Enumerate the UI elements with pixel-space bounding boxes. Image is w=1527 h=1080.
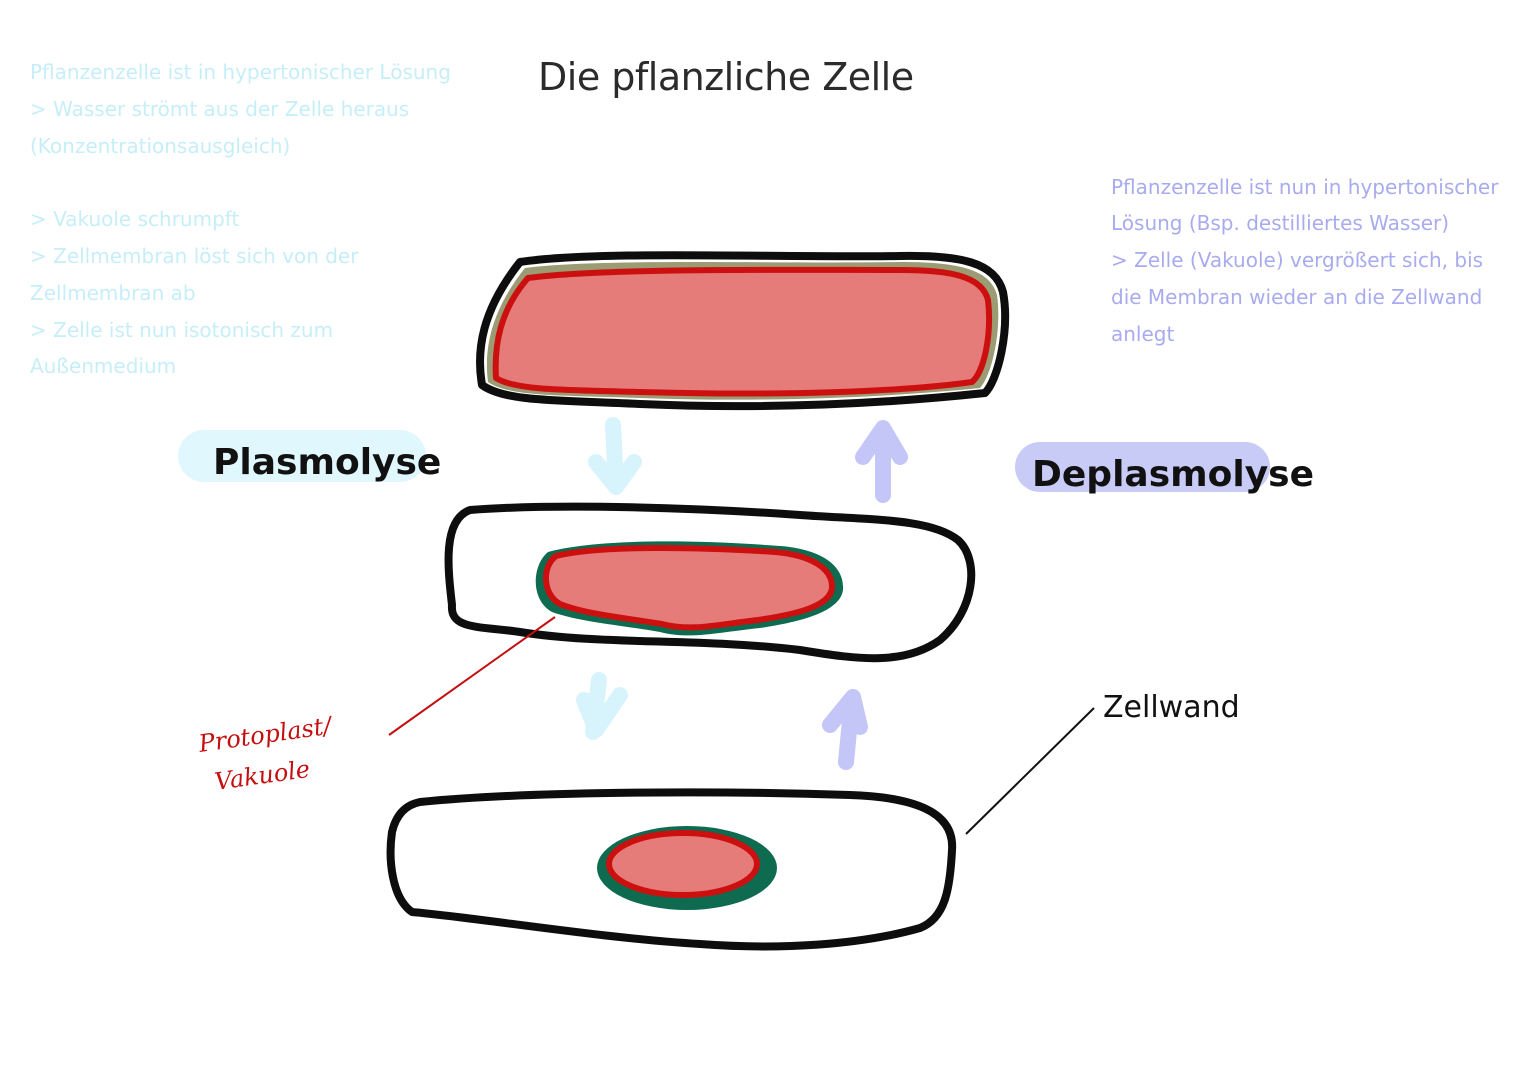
plasmolyse-pill: [178, 430, 426, 482]
note-line: > Vakuole schrumpft: [30, 207, 239, 231]
deplasmolyse-label: Deplasmolyse: [1015, 442, 1314, 495]
vacuole: [606, 830, 760, 898]
vacuole: [492, 266, 993, 397]
note-line: die Membran wieder an die Zellwand: [1111, 285, 1482, 309]
deplasmolyse-note: Pflanzenzelle ist nun in hypertonischer …: [1111, 175, 1499, 346]
cell-plasmolysed: [444, 502, 976, 663]
protoplast-label: Protoplast/: [196, 711, 336, 758]
note-line: Außenmedium: [30, 354, 176, 378]
zellwand-label: Zellwand: [1103, 690, 1240, 725]
note-line: > Wasser strömt aus der Zelle heraus: [30, 97, 409, 121]
note-line: > Zelle ist nun isotonisch zum: [30, 318, 333, 342]
protoplast-leader-line: [388, 616, 556, 736]
plasmolyse-label: Plasmolyse: [178, 430, 441, 483]
note-line: Pflanzenzelle ist nun in hypertonischer: [1111, 175, 1499, 199]
note-line: > Zellmembran löst sich von der: [30, 244, 359, 268]
up-arrow-icon: [855, 420, 908, 503]
note-line: Lösung (Bsp. destilliertes Wasser): [1111, 211, 1449, 235]
up-arrow-icon: [822, 689, 868, 770]
note-line: Zellmembran ab: [30, 281, 196, 305]
note-line: Pflanzenzelle ist in hypertonischer Lösu…: [30, 60, 451, 84]
plasmolyse-text: Plasmolyse: [213, 442, 441, 483]
deplasmolyse-text: Deplasmolyse: [1032, 454, 1314, 495]
vacuole: [542, 544, 835, 631]
zellwand-leader-line: [965, 707, 1095, 835]
page-title: Die pflanzliche Zelle: [538, 55, 914, 99]
plasmolyse-note: Pflanzenzelle ist in hypertonischer Lösu…: [30, 60, 451, 378]
down-arrow-icon: [576, 672, 628, 740]
note-line: (Konzentrationsausgleich): [30, 134, 290, 158]
cell-strongly-plasmolysed: [386, 788, 957, 951]
vakuole-label: Vakuole: [213, 755, 312, 796]
note-line: > Zelle (Vakuole) vergrößert sich, bis: [1111, 248, 1483, 272]
down-arrow-icon: [588, 417, 642, 495]
deplasmolyse-pill: [1015, 442, 1270, 492]
note-line: anlegt: [1111, 322, 1174, 346]
cell-turgid: [476, 251, 1010, 411]
